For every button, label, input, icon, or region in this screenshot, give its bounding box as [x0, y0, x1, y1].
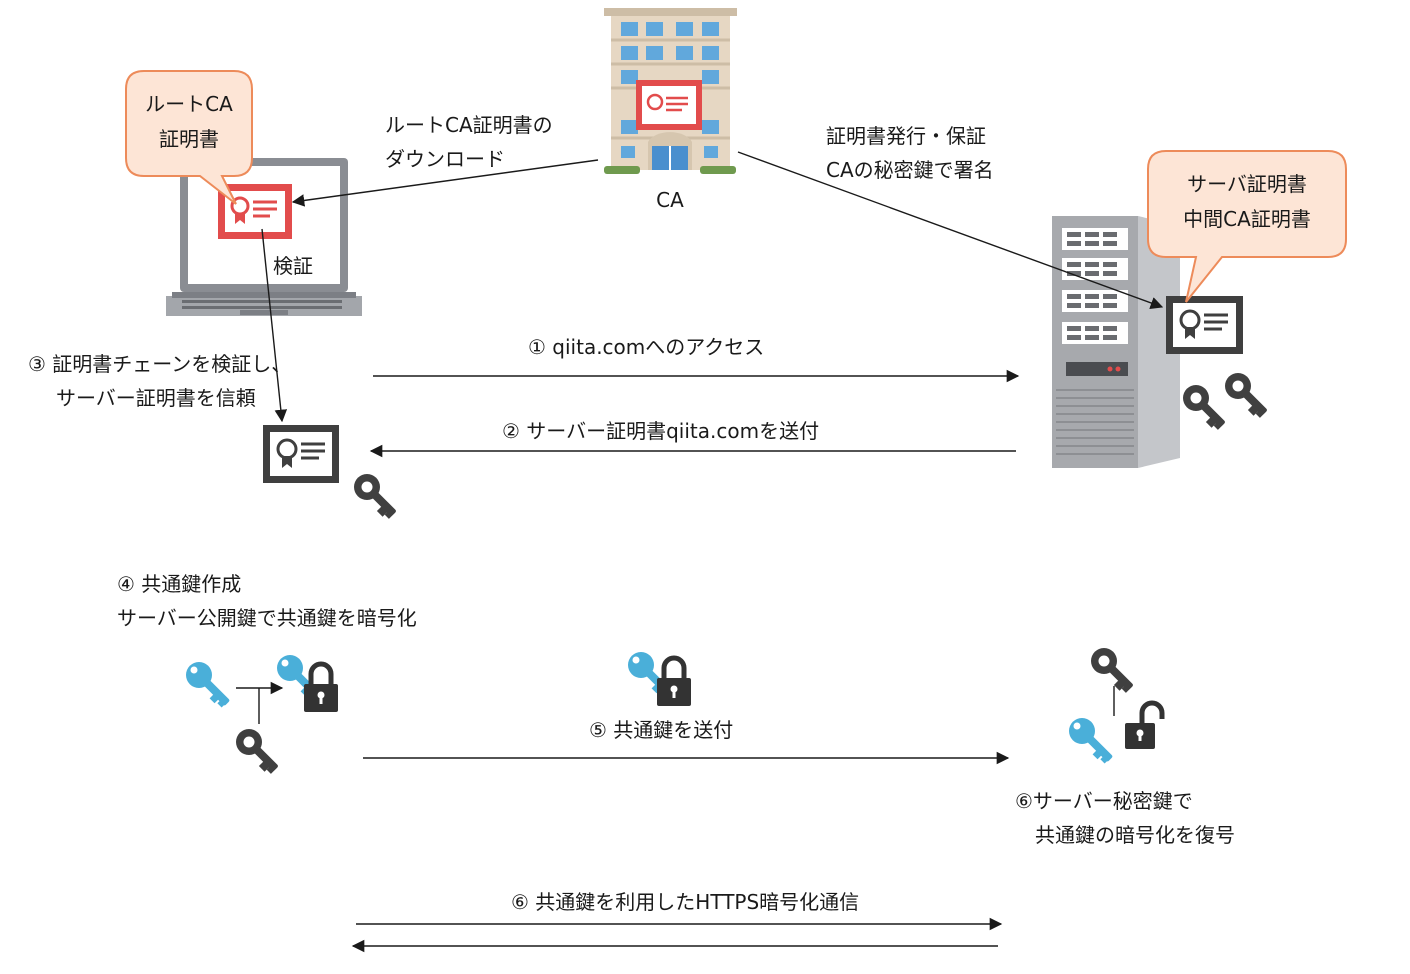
ca-label: CA: [656, 188, 684, 212]
server-cert-bubble-text: サーバ証明書 中間CA証明書: [1148, 167, 1346, 237]
step3-line1: ③ 証明書チェーンを検証し、: [28, 352, 292, 376]
server-cert-bubble-line2: 中間CA証明書: [1183, 207, 1311, 231]
verify-label: 検証: [273, 254, 313, 278]
root-ca-bubble-text: ルートCA 証明書: [126, 87, 252, 157]
server-cert-bubble-line1: サーバ証明書: [1187, 172, 1307, 196]
padlock-open-icon: [1125, 703, 1162, 749]
root-ca-bubble: [125, 70, 253, 205]
decrypted-common-key-icon: [1069, 718, 1114, 764]
server-certificate-icon: [1166, 296, 1243, 354]
common-key-icon: [186, 662, 231, 708]
step2-label: ② サーバー証明書qiita.comを送付: [502, 419, 820, 443]
step3-line2: サーバー証明書を信頼: [56, 386, 256, 410]
server-public-key-icon: [1225, 373, 1268, 418]
step4-line1: ④ 共通鍵作成: [117, 572, 242, 596]
issue-line2: CAの秘密鍵で署名: [826, 158, 994, 182]
issue-line1: 証明書発行・保証: [826, 124, 986, 148]
root-ca-certificate-icon: [218, 184, 292, 239]
sent-padlock-closed-icon: [657, 658, 691, 706]
root-ca-bubble-line2: 証明書: [159, 127, 219, 151]
root-download-line2: ダウンロード: [385, 147, 505, 171]
step1-label: ① qiita.comへのアクセス: [528, 335, 765, 359]
server-private-key-icon: [1183, 385, 1226, 430]
verify-arrow: [261, 228, 288, 423]
root-ca-download-arrow: [291, 159, 599, 207]
root-download-line1: ルートCA証明書の: [385, 113, 553, 137]
root-ca-bubble-line1: ルートCA: [145, 92, 233, 116]
root-download-label: ルートCA証明書の ダウンロード: [385, 108, 553, 176]
padlock-closed-icon: [304, 664, 338, 712]
server-icon: [1052, 216, 1180, 468]
server-private-key-icon-step6: [1091, 648, 1134, 693]
ca-building-icon: [604, 8, 737, 174]
server-certificate-bubble: [1147, 150, 1347, 303]
step3-label: ③ 証明書チェーンを検証し、 サーバー証明書を信頼: [28, 347, 291, 415]
step5-label: ⑤ 共通鍵を送付: [589, 718, 734, 742]
step6-decrypt-line2: 共通鍵の暗号化を復号: [1035, 823, 1235, 847]
step6-decrypt-line1: ⑥サーバー秘密鍵で: [1015, 789, 1193, 813]
step6-label: ⑥ 共通鍵を利用したHTTPS暗号化通信: [511, 890, 860, 914]
received-server-certificate-icon: [263, 425, 339, 483]
step6-decrypt-label: ⑥サーバー秘密鍵で 共通鍵の暗号化を復号: [1015, 784, 1235, 852]
step4-label: ④ 共通鍵作成 サーバー公開鍵で共通鍵を暗号化: [117, 567, 417, 635]
received-public-key-icon: [354, 474, 397, 519]
certificate-issue-arrow: [737, 151, 1164, 310]
step4-line2: サーバー公開鍵で共通鍵を暗号化: [117, 606, 417, 630]
issue-label: 証明書発行・保証 CAの秘密鍵で署名: [826, 119, 994, 187]
server-public-key-icon-step4: [236, 729, 279, 774]
